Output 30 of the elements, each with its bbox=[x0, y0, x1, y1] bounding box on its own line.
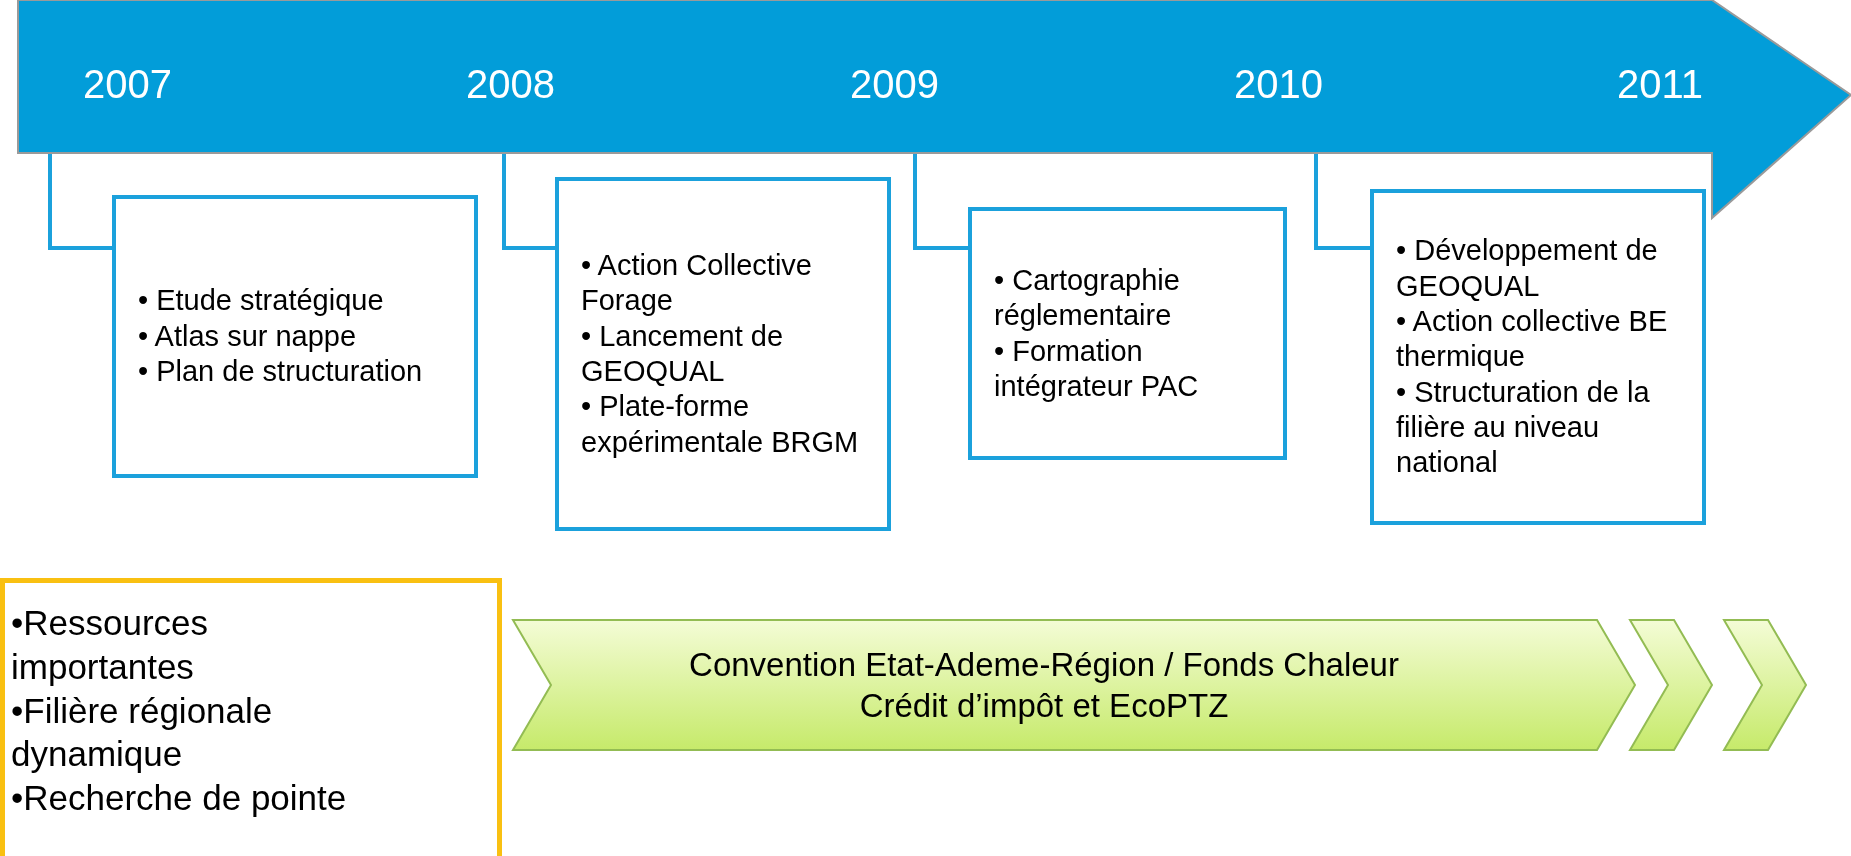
connector-line bbox=[48, 154, 112, 250]
connector-line bbox=[913, 154, 968, 250]
bullet-item: • Action Collective Forage bbox=[581, 247, 813, 319]
arrow-text: Crédit d’impôt et EcoPTZ bbox=[859, 686, 1229, 726]
bullet-item: • Plan de structuration bbox=[138, 354, 424, 390]
year-label: 2011 bbox=[1617, 62, 1703, 106]
bullet-item: • Cartographie réglementaire bbox=[994, 262, 1181, 334]
bullet-item: • Structuration de la filière au niveau national bbox=[1396, 374, 1651, 481]
bullet-item: • Développement de GEOQUAL bbox=[1396, 233, 1659, 304]
bullet-item: • Action collective BE thermique bbox=[1396, 303, 1669, 375]
connector-line bbox=[502, 154, 555, 250]
bullet-item: •Ressources importantes bbox=[11, 602, 210, 688]
connector-line bbox=[1314, 154, 1370, 250]
arrow-text: Convention Etat-Ademe-Région / Fonds Chaleur bbox=[689, 644, 1399, 685]
bullet-item: • Lancement de GEOQUAL bbox=[581, 318, 784, 389]
bullet-item: •Filière régionale dynamique bbox=[11, 689, 274, 776]
highlight-box bbox=[0, 578, 502, 856]
milestone-box bbox=[555, 177, 891, 531]
year-label: 2008 bbox=[466, 62, 555, 106]
milestone-box bbox=[112, 195, 478, 478]
bullet-item: • Atlas sur nappe bbox=[138, 318, 358, 354]
year-label: 2010 bbox=[1234, 62, 1323, 106]
bullet-item: • Etude stratégique bbox=[138, 283, 385, 319]
year-label: 2009 bbox=[850, 62, 939, 106]
milestone-box bbox=[968, 207, 1287, 460]
bullet-item: • Formation intégrateur PAC bbox=[994, 333, 1200, 404]
milestone-box bbox=[1370, 189, 1706, 525]
year-label: 2007 bbox=[83, 62, 172, 106]
bullet-item: •Recherche de pointe bbox=[11, 777, 348, 819]
bullet-item: • Plate-forme expérimentale BRGM bbox=[581, 389, 860, 460]
